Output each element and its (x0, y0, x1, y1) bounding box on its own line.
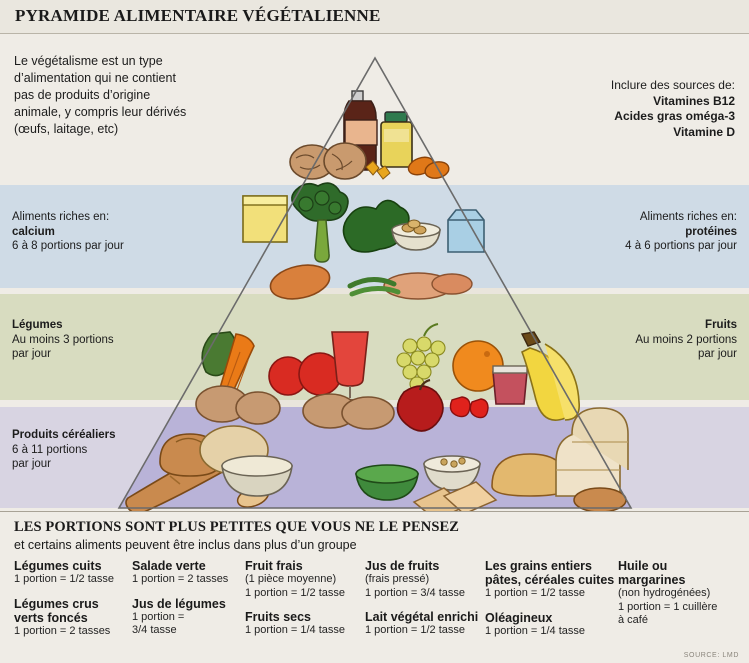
sources-item-b12: Vitamines B12 (653, 93, 735, 108)
portion-entry-name: Salade verte (132, 559, 206, 573)
portion-entry: Jus de fruits(frais pressé)1 portion = 3… (365, 559, 485, 600)
portion-entry-name: Légumes cuits (14, 559, 102, 573)
apex-food-group (289, 90, 450, 180)
label-fruit-group: Fruits Au moins 2 portions par jour (557, 318, 737, 362)
page-title: PYRAMIDE ALIMENTAIRE VÉGÉTALIENNE (15, 6, 381, 25)
portion-entry-detail: 1 portion = 1 cuillère (618, 600, 718, 613)
portion-entry-detail: 1 portion = (132, 610, 185, 623)
portion-entry-detail: (frais pressé) (365, 573, 430, 585)
calcium-portions: 6 à 8 portions par jour (12, 240, 124, 252)
portion-column-4: Jus de fruits(frais pressé)1 portion = 3… (365, 559, 485, 648)
fruit-portions-line-1: Au moins 2 portions (635, 333, 737, 346)
portion-entry-detail: 1 portion = 1/4 tasse (245, 624, 345, 636)
portion-entry-detail: 1 portion = 3/4 tasse (365, 586, 465, 599)
portion-entry-name: Jus de fruits (365, 559, 440, 573)
footer-heading: LES PORTIONS SONT PLUS PETITES QUE VOUS … (14, 519, 460, 535)
pyramid-illustration (117, 56, 633, 511)
portion-entry-detail: 1 portion = 2 tasses (14, 624, 111, 637)
portion-entry-detail: 1 portion = 2 tasses (132, 573, 229, 585)
portion-entry-name: Oléagineux (485, 610, 553, 625)
portion-entry-name: Fruit frais (245, 559, 303, 573)
fruit-name: Fruits (705, 319, 737, 331)
portion-entry-detail: 1 portion = 1/4 tasse (485, 624, 585, 637)
portion-entry-detail: 1 portion = 1/2 tasse (14, 573, 114, 585)
fruit-portions-line-2: par jour (698, 348, 737, 360)
portion-entry-name: Lait végétal enrichi (365, 610, 479, 624)
intro-line-2: d’alimentation qui ne contient (14, 71, 176, 85)
intro-line-1: Le végétalisme est un type (14, 54, 163, 68)
title-bar: PYRAMIDE ALIMENTAIRE VÉGÉTALIENNE (0, 0, 749, 34)
portions-footer: LES PORTIONS SONT PLUS PETITES QUE VOUS … (0, 511, 749, 663)
portion-entry-detail: (non hydrogénées) (618, 587, 711, 599)
vegetable-name: Légumes (12, 319, 63, 331)
cereal-food-group (125, 407, 629, 511)
calcium-protein-food-group (242, 182, 485, 300)
calcium-lead: Aliments riches en: (12, 211, 110, 223)
portion-entry-detail: 1 portion = 1/2 tasse (485, 587, 585, 599)
protein-portions: 4 à 6 portions par jour (625, 240, 737, 252)
sources-item-omega3: Acides gras oméga-3 (614, 109, 735, 123)
cereal-name: Produits céréaliers (12, 429, 116, 441)
pyramid-stage: Le végétalisme est un type d’alimentatio… (0, 34, 749, 511)
label-cereal-group: Produits céréaliers 6 à 11 portions par … (12, 428, 202, 472)
label-vegetable-group: Légumes Au moins 3 portions par jour (12, 318, 192, 362)
portion-entry: Fruit frais(1 pièce moyenne)1 portion = … (245, 559, 365, 600)
cereal-portions-line-1: 6 à 11 portions (12, 443, 88, 456)
protein-lead: Aliments riches en: (639, 211, 737, 223)
portion-entry-name: Fruits secs (245, 610, 312, 624)
supplement-sources-block: Inclure des sources de: Vitamines B12 Ac… (515, 78, 735, 140)
intro-text-block: Le végétalisme est un type d’alimentatio… (14, 53, 229, 138)
band-divider-3 (0, 508, 749, 511)
portion-column-3: Fruit frais(1 pièce moyenne)1 portion = … (245, 559, 365, 648)
calcium-name: calcium (12, 225, 55, 238)
footer-divider (0, 511, 749, 512)
portion-entry-detail: 3/4 tasse (132, 624, 177, 636)
intro-line-3: pas de produits d’origine (14, 88, 151, 102)
portion-entry-detail: à café (618, 614, 648, 626)
portion-entry-detail: 1 portion = 1/2 tasse (245, 586, 345, 599)
intro-line-5: (œufs, laitage, etc) (14, 122, 119, 136)
portion-entry-detail: (1 pièce moyenne) (245, 573, 337, 585)
footer-subheading: et certains aliments peuvent être inclus… (14, 538, 357, 552)
source-credit: SOURCE: LMD (683, 652, 739, 659)
vegetable-portions-line-2: par jour (12, 348, 51, 360)
sources-heading: Inclure des sources de: (610, 78, 735, 92)
vegetable-fruit-food-group (195, 323, 581, 432)
vegetable-portions-line-1: Au moins 3 portions (12, 333, 114, 346)
label-calcium-group: Aliments riches en: calcium 6 à 8 portio… (12, 210, 202, 254)
portion-entry-detail: 1 portion = 1/2 tasse (365, 624, 465, 636)
cereal-portions-line-2: par jour (12, 458, 51, 470)
portion-entry-name: Jus de légumes (132, 596, 226, 611)
protein-name: protéines (685, 225, 737, 238)
intro-line-4: animale, y compris leur dérivés (14, 105, 187, 119)
label-protein-group: Aliments riches en: protéines 4 à 6 port… (547, 210, 737, 254)
sources-item-vitd: Vitamine D (673, 124, 735, 139)
